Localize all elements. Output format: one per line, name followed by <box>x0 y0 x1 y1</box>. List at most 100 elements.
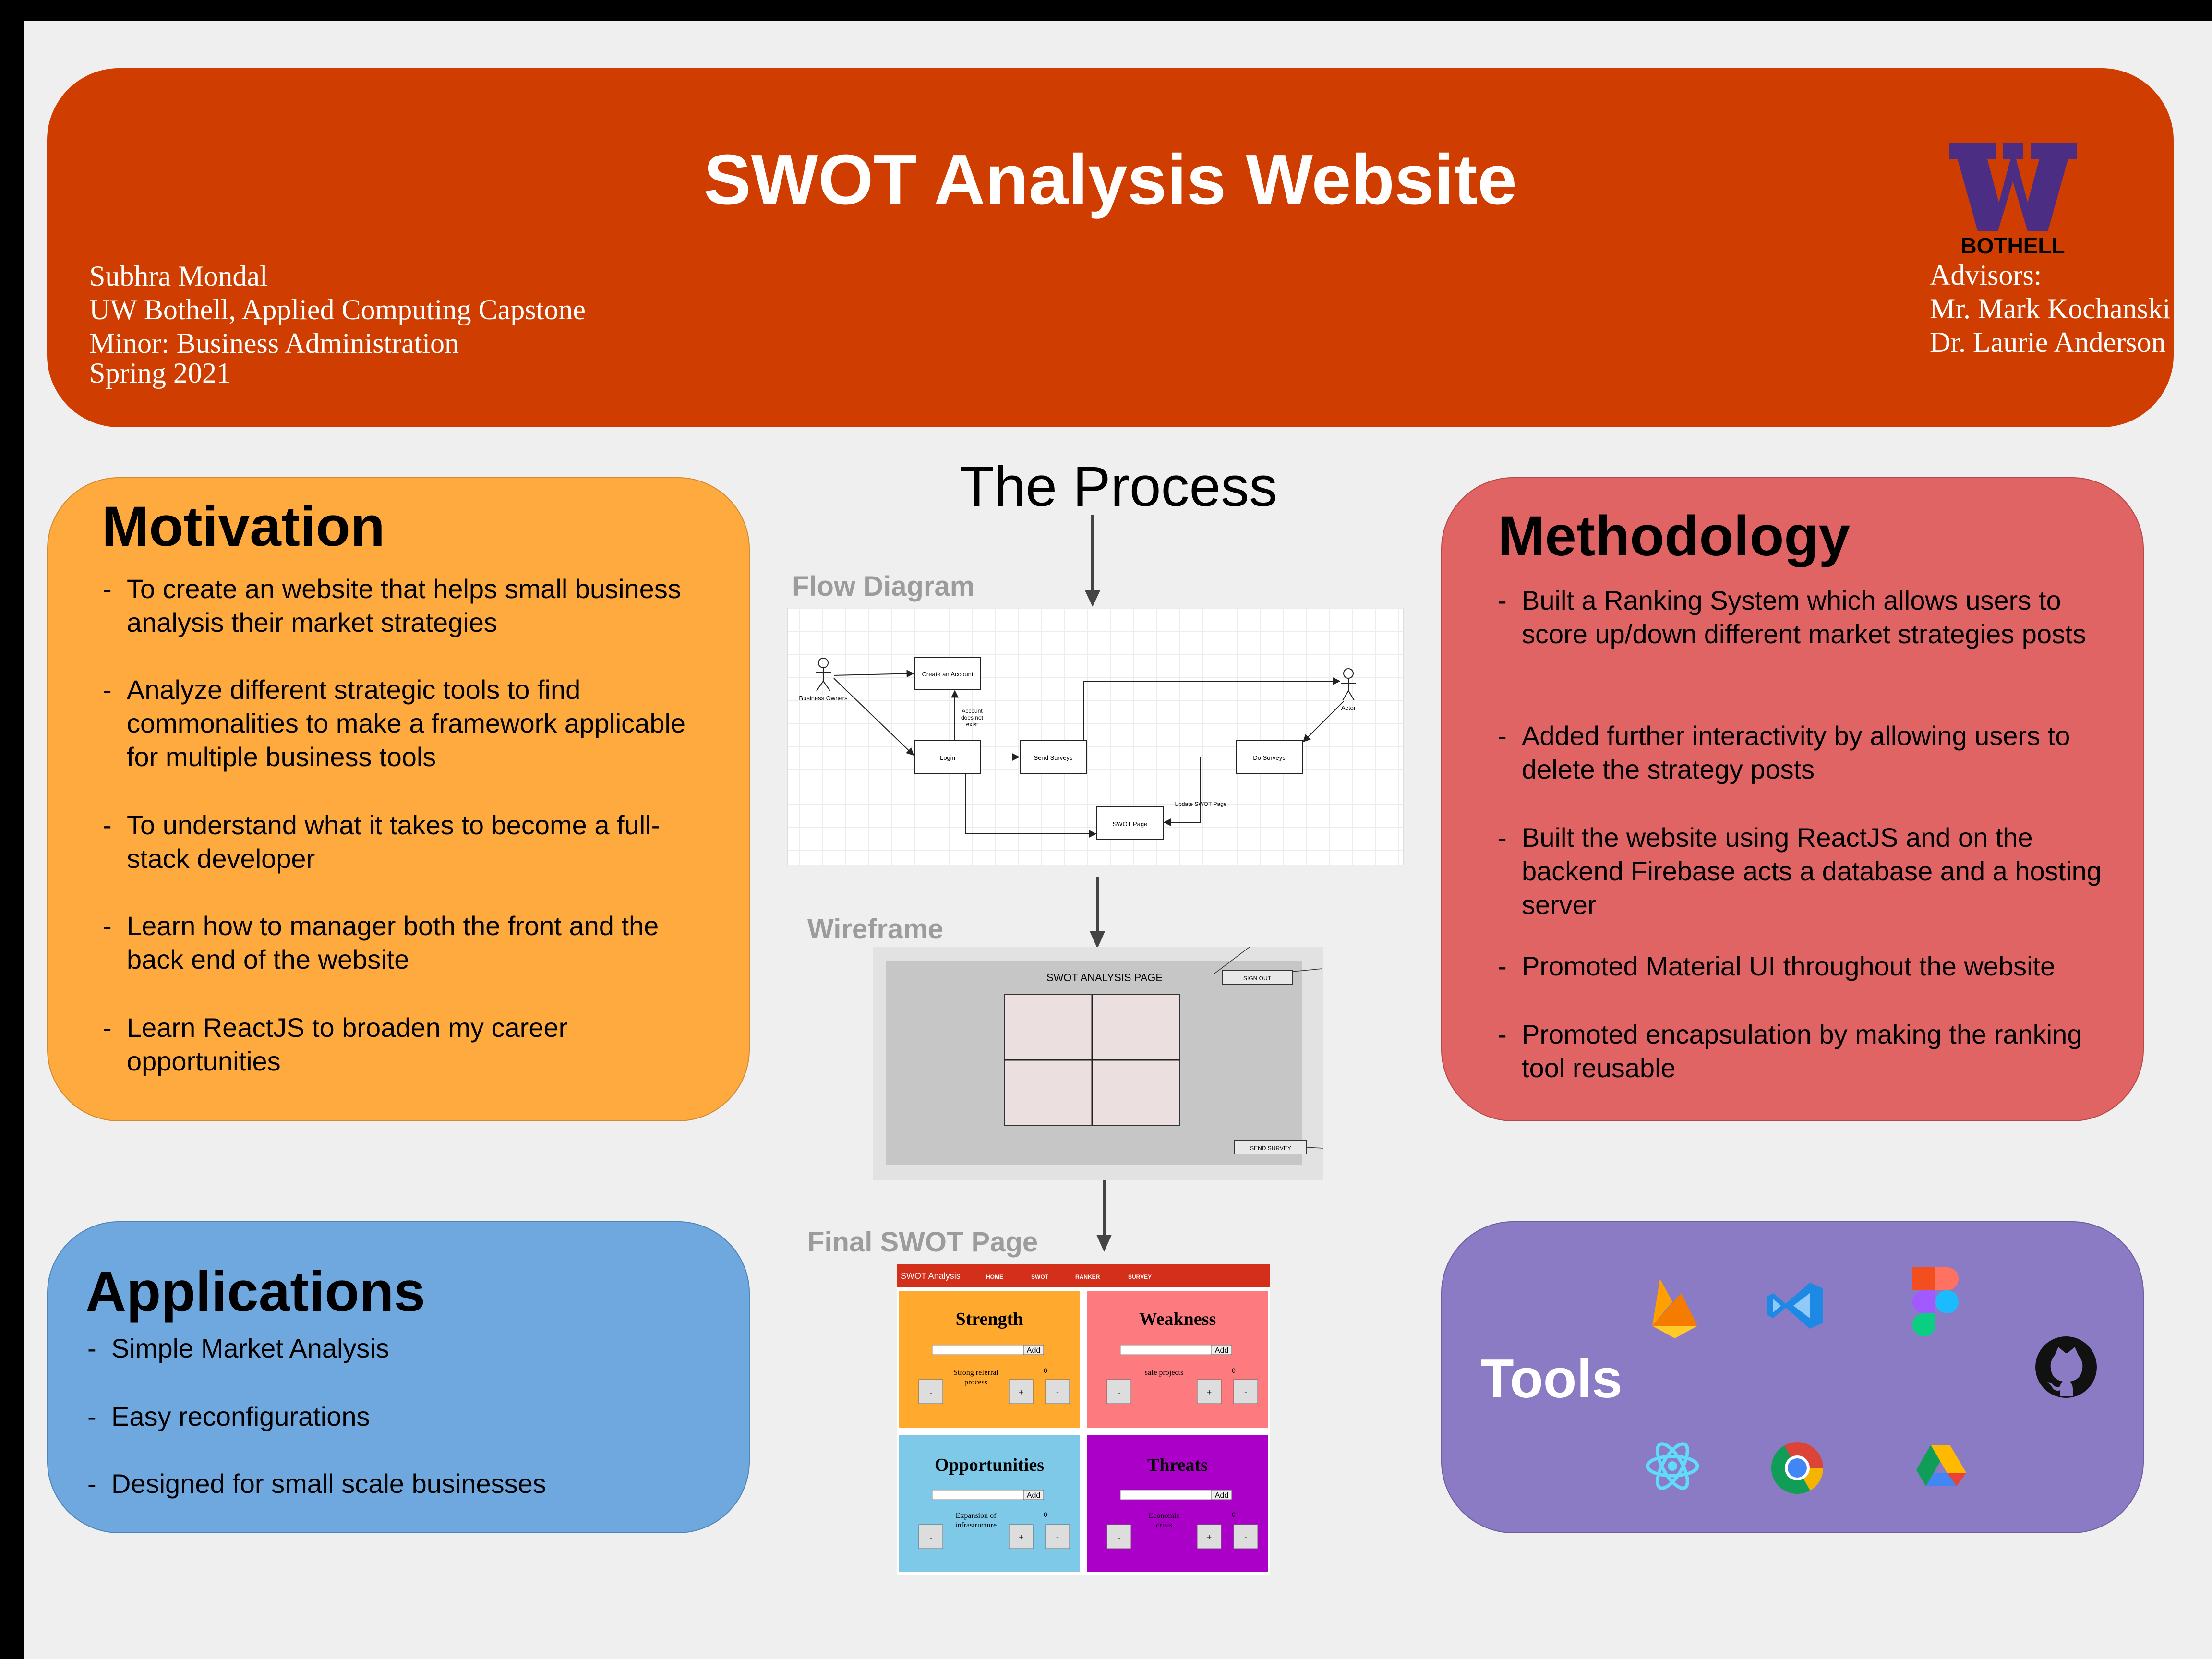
advisors-heading: Advisors: <box>1930 259 2042 291</box>
down-arrow-icon <box>1090 877 1105 949</box>
svg-text:-: - <box>1056 1387 1059 1397</box>
tools-icons <box>1646 1267 2097 1494</box>
advisors-info: Advisors: Mr. Mark Kochanski Dr. Laurie … <box>1930 258 2171 359</box>
svg-text:Add: Add <box>1027 1491 1040 1500</box>
tools-heading: Tools <box>1480 1348 1623 1409</box>
business-owner-figure <box>816 658 831 691</box>
list-item: -Built a Ranking System which allows use… <box>1498 585 2086 649</box>
final-swot-screenshot: SWOT Analysis HOME SWOT RANKER SURVEY St… <box>897 1264 1270 1575</box>
flow-diagram: Business Owners Actor Create an Account … <box>787 608 1404 865</box>
poster: SWOT Analysis Website Subhra Mondal UW B… <box>24 21 2212 1659</box>
login-box: Login <box>940 754 955 761</box>
list-item: -Simple Market Analysis <box>87 1333 389 1363</box>
advisor-1: Mr. Mark Kochanski <box>1930 293 2171 325</box>
logo-text: BOTHELL <box>1960 233 2065 258</box>
svg-text:+: + <box>1019 1532 1024 1542</box>
github-icon <box>2035 1336 2097 1398</box>
svg-text:Strength: Strength <box>956 1309 1023 1329</box>
svg-text:+: + <box>1207 1532 1212 1542</box>
list-item: -Added further interactivity by allowing… <box>1498 721 2070 784</box>
svg-text:does not: does not <box>961 714 984 721</box>
author-minor: Minor: Business Administration <box>89 327 459 359</box>
svg-text:Expansion of: Expansion of <box>956 1512 997 1520</box>
chrome-icon <box>1771 1442 1823 1494</box>
svg-text:Add: Add <box>1027 1346 1040 1355</box>
svg-text:+: + <box>1019 1387 1024 1397</box>
create-account-box: Create an Account <box>922 671 974 678</box>
svg-text:-: - <box>1244 1532 1247 1542</box>
list-item: -Analyze different strategic tools to fi… <box>103 674 686 772</box>
svg-text:-: - <box>929 1534 932 1542</box>
do-surveys-box: Do Surveys <box>1253 754 1286 761</box>
svg-text:-: - <box>1056 1532 1059 1542</box>
final-swot-label: Final SWOT Page <box>807 1226 1038 1258</box>
vscode-icon <box>1767 1283 1823 1329</box>
wireframe-mockup: SWOT ANALYSIS PAGE SIGN OUT SEND SURVEY <box>873 947 1323 1180</box>
svg-text:process: process <box>964 1378 987 1386</box>
poster-title: SWOT Analysis Website <box>703 140 1517 219</box>
swot-page-box: SWOT Page <box>1113 820 1148 828</box>
motivation-panel: Motivation -To create an website that he… <box>47 477 750 1121</box>
svg-text:0: 0 <box>1232 1511 1236 1518</box>
final-brand: SWOT Analysis <box>901 1271 961 1281</box>
down-arrow-icon <box>1085 515 1100 607</box>
svg-text:-: - <box>1118 1534 1120 1542</box>
list-item: -Easy reconfigurations <box>87 1401 370 1431</box>
flow-diagram-label: Flow Diagram <box>792 571 975 602</box>
list-item: -Built the website using ReactJS and on … <box>1498 822 2102 920</box>
wireframe-page-title: SWOT ANALYSIS PAGE <box>1046 972 1163 984</box>
list-item: -Designed for small scale businesses <box>87 1468 546 1499</box>
list-item: -Learn ReactJS to broaden my career oppo… <box>103 1012 568 1076</box>
svg-text:0: 0 <box>1044 1367 1047 1374</box>
svg-text:crisis: crisis <box>1156 1521 1172 1529</box>
motivation-heading: Motivation <box>102 495 385 558</box>
applications-panel: Applications -Simple Market Analysis -Ea… <box>47 1221 750 1533</box>
threats-quadrant: Threats Add Economic crisis 0 - + - <box>1087 1435 1268 1572</box>
svg-text:infrastructure: infrastructure <box>955 1521 997 1529</box>
author-program: UW Bothell, Applied Computing Capstone <box>89 294 586 325</box>
svg-text:-: - <box>929 1389 932 1397</box>
list-item: -To create an website that helps small b… <box>103 574 681 637</box>
wireframe-send-survey: SEND SURVEY <box>1250 1145 1291 1152</box>
list-item: -To understand what it takes to become a… <box>103 810 661 874</box>
applications-heading: Applications <box>85 1260 426 1323</box>
react-icon <box>1646 1442 1699 1490</box>
author-info: Subhra Mondal UW Bothell, Applied Comput… <box>89 259 586 390</box>
account-note: Account <box>962 708 983 714</box>
tools-panel: Tools <box>1441 1221 2144 1533</box>
down-arrow-icon <box>1096 1180 1112 1252</box>
opportunities-quadrant: Opportunities Add Expansion of infrastru… <box>899 1435 1080 1572</box>
author-name: Subhra Mondal <box>89 260 268 292</box>
svg-text:Strong referral: Strong referral <box>953 1369 998 1377</box>
header-banner: SWOT Analysis Website Subhra Mondal UW B… <box>47 68 2174 427</box>
svg-text:0: 0 <box>1044 1511 1047 1518</box>
svg-text:Threats: Threats <box>1147 1455 1208 1475</box>
firebase-icon <box>1652 1279 1697 1338</box>
wireframe-label: Wireframe <box>807 914 944 945</box>
methodology-panel: Methodology -Built a Ranking System whic… <box>1441 477 2144 1121</box>
svg-text:Add: Add <box>1215 1346 1228 1355</box>
uw-bothell-logo: BOTHELL <box>1949 143 2077 258</box>
author-term: Spring 2021 <box>89 357 231 389</box>
methodology-heading: Methodology <box>1498 505 1851 568</box>
svg-text:Weakness: Weakness <box>1139 1309 1216 1329</box>
list-item: -Promoted encapsulation by making the ra… <box>1498 1019 2082 1083</box>
google-drive-icon <box>1916 1445 1966 1486</box>
strength-quadrant: Strength Add Strong referral process 0 -… <box>899 1291 1080 1428</box>
wireframe-sign-out: SIGN OUT <box>1243 975 1272 982</box>
svg-text:0: 0 <box>1232 1367 1236 1374</box>
advisor-2: Dr. Laurie Anderson <box>1930 326 2166 358</box>
final-nav-swot: SWOT <box>1031 1274 1049 1280</box>
figma-icon <box>1912 1267 1959 1336</box>
svg-text:Opportunities: Opportunities <box>935 1455 1044 1475</box>
final-nav-survey: SURVEY <box>1128 1274 1152 1280</box>
actor-label: Actor <box>1341 704 1356 711</box>
business-owners-label: Business Owners <box>799 695 848 702</box>
final-nav-ranker: RANKER <box>1075 1274 1100 1280</box>
actor-figure <box>1341 668 1356 701</box>
svg-text:+: + <box>1207 1387 1212 1397</box>
send-surveys-box: Send Surveys <box>1034 754 1073 761</box>
svg-text:-: - <box>1118 1389 1120 1397</box>
svg-text:Economic: Economic <box>1149 1512 1180 1520</box>
svg-text:exist: exist <box>966 721 978 728</box>
